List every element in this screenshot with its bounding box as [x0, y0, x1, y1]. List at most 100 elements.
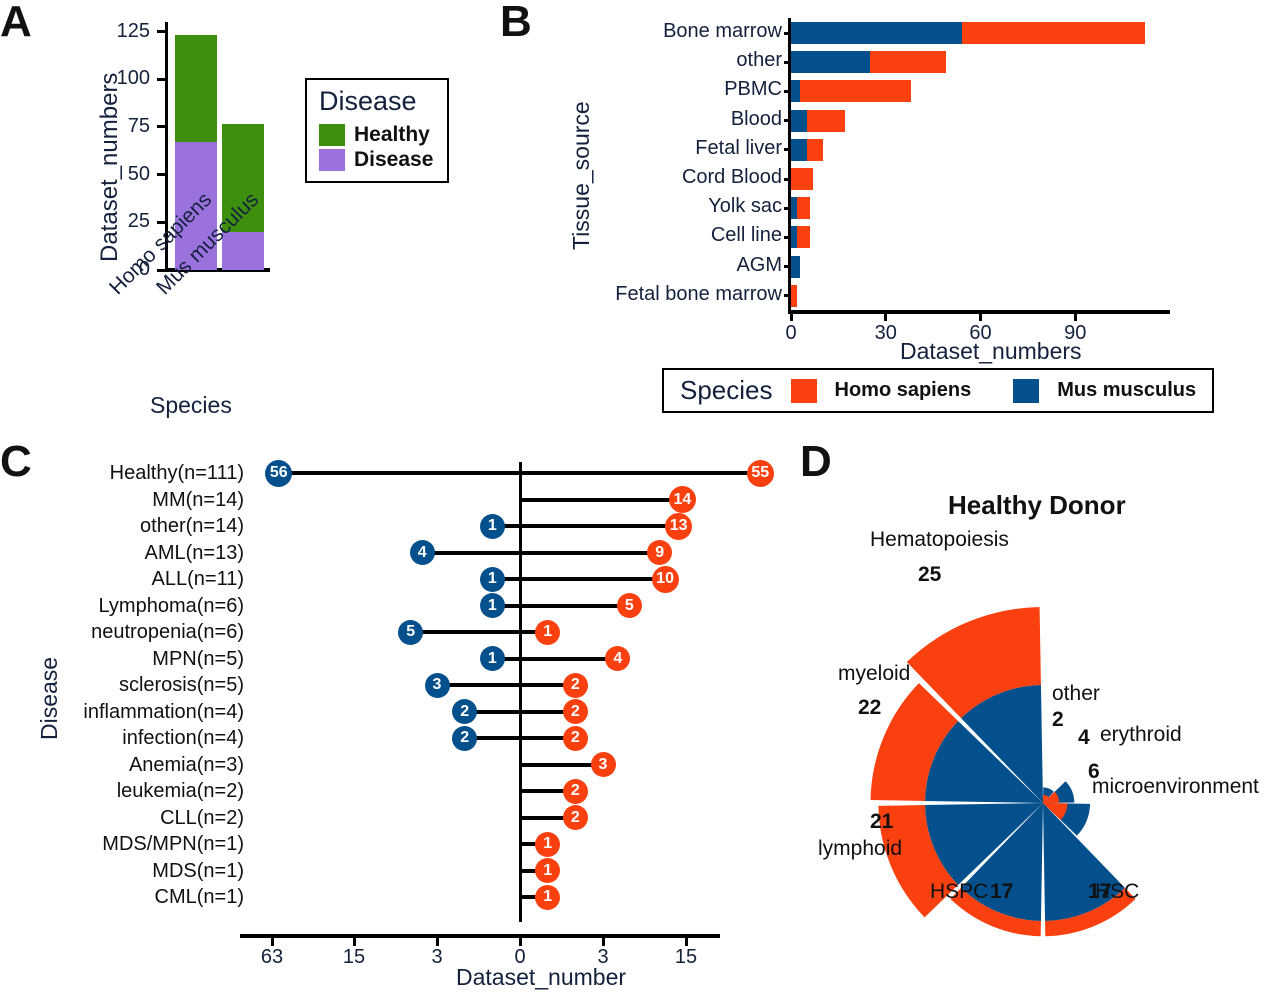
panel-a-ytick-mark — [157, 125, 166, 129]
panel-c-row-label: inflammation(n=4) — [83, 700, 244, 723]
panel-c-dot-homo-sapiens[interactable]: 14 — [668, 486, 696, 513]
rose-sector-microenvironment[interactable] — [1043, 803, 1091, 836]
rose-sector-erythroid[interactable] — [1043, 781, 1075, 803]
rose-sector-lymphoid[interactable] — [878, 803, 1043, 918]
panel-c-xtick-label-3: 3 — [597, 946, 609, 968]
rose-sector-hsc[interactable] — [1043, 803, 1136, 937]
rose-chart — [870, 607, 1136, 937]
panel-b-bar-homo-sapiens — [797, 197, 810, 220]
rose-sector-other[interactable] — [1043, 787, 1054, 803]
panel-c-dot-homo-sapiens[interactable]: 55 — [746, 459, 774, 487]
panel-c-dot-homo-sapiens[interactable]: 4 — [605, 646, 631, 671]
panel-c-dot-homo-sapiens[interactable]: 1 — [535, 884, 561, 910]
rose-sector-hspc[interactable] — [950, 803, 1043, 937]
panel-a-ytick-mark — [157, 173, 166, 177]
rose-label-hsc: HSC — [1095, 880, 1140, 903]
panel-a-ytick-mark — [157, 77, 166, 81]
panel-c-row-label: leukemia(n=2) — [116, 780, 244, 802]
panel-c-dot-mus-musculus[interactable]: 2 — [452, 699, 478, 724]
panel-b-ytick-mark — [784, 177, 791, 181]
panel-c-dot-homo-sapiens[interactable]: 2 — [562, 725, 588, 751]
panel-c-stem — [520, 895, 548, 899]
panel-c-stem — [492, 603, 630, 608]
panel-b-ytick-label: PBMC — [724, 78, 782, 101]
panel-a-y-axis-title: Dataset_numbers — [96, 72, 123, 262]
panel-c-dot-homo-sapiens[interactable]: 2 — [562, 778, 588, 804]
rose-sector-outer — [878, 805, 959, 918]
panel-c-dot-mus-musculus[interactable]: 1 — [479, 646, 505, 671]
panel-c-dot-homo-sapiens[interactable]: 5 — [616, 593, 642, 618]
panel-c-dot-homo-sapiens[interactable]: 2 — [562, 805, 588, 830]
panel-c-dot-mus-musculus[interactable]: 4 — [409, 540, 435, 565]
panel-c-row-label: CLL(n=2) — [160, 806, 244, 829]
panel-a-legend-title: Disease — [319, 86, 417, 116]
panel-c-dot-homo-sapiens[interactable]: 9 — [647, 540, 673, 565]
rose-sector-inner — [961, 685, 1043, 803]
panel-c-dot-homo-sapiens[interactable]: 1 — [535, 858, 561, 883]
panel-c-dot-mus-musculus[interactable]: 56 — [265, 459, 293, 487]
panel-b-bar-homo-sapiens — [961, 22, 1145, 44]
panel-a-ytick-label-25: 25 — [127, 210, 150, 233]
legend-item-healthy[interactable]: Healthy — [319, 123, 433, 147]
rose-label-hspc: HSPC — [930, 880, 989, 903]
panel-c-stem — [410, 630, 548, 634]
panel-c-dot-homo-sapiens[interactable]: 3 — [590, 752, 616, 777]
panel-b-ytick-label: Bone marrow — [663, 20, 782, 42]
panel-a-ytick-label-75: 75 — [127, 114, 150, 137]
panel-c-dot-mus-musculus[interactable]: 2 — [452, 725, 478, 751]
panel-b-xtick-mark — [789, 313, 793, 321]
rose-sector-outer — [1043, 803, 1068, 820]
panel-c-y-axis-title: Disease — [36, 656, 62, 740]
legend-item-disease[interactable]: Disease — [319, 148, 433, 172]
panel-b-bar-homo-sapiens — [806, 138, 823, 161]
rose-value-myeloid: 22 — [858, 696, 882, 719]
panel-c-dot-homo-sapiens[interactable]: 13 — [665, 512, 693, 540]
panel-a-x-axis — [165, 268, 270, 272]
panel-c-stem — [520, 842, 548, 846]
panel-b-ytick-label: AGM — [736, 253, 782, 276]
panel-c-dot-mus-musculus[interactable]: 5 — [398, 619, 424, 645]
panel-b-bar-mus-musculus — [791, 80, 801, 103]
panel-c-dot-homo-sapiens[interactable]: 1 — [535, 619, 561, 645]
panel-c-row-label: Anemia(n=3) — [128, 753, 244, 776]
panel-a-ytick-mark — [157, 268, 166, 272]
panel-c-dot-homo-sapiens[interactable]: 10 — [651, 565, 679, 593]
panel-a-ytick-label-100: 100 — [116, 67, 150, 90]
panel-c-row-label: MM(n=14) — [152, 488, 244, 511]
panel-c-dot-homo-sapiens[interactable]: 2 — [562, 672, 588, 698]
rose-value-microenvironment: 6 — [1088, 760, 1100, 783]
panel-c-dot-homo-sapiens[interactable]: 2 — [562, 699, 588, 724]
panel-b-bar-mus-musculus — [791, 138, 807, 161]
panel-b-bar-mus-musculus — [791, 22, 962, 44]
panel-b-bar-homo-sapiens — [869, 51, 946, 74]
panel-c-stem — [520, 762, 603, 767]
rose-label-microenvironment: microenvironment — [1092, 775, 1259, 798]
panel-a-label: A — [0, 0, 32, 46]
panel-c-dot-mus-musculus[interactable]: 1 — [479, 513, 505, 539]
panel-c-dot-homo-sapiens[interactable]: 1 — [535, 831, 561, 857]
panel-b-xtick-label-30: 30 — [874, 322, 897, 344]
panel-b-bar-mus-musculus — [791, 226, 798, 249]
panel-a-x-axis-title: Species — [150, 392, 232, 418]
panel-b-bar-homo-sapiens — [791, 168, 814, 190]
panel-c-row-label: Healthy(n=111) — [109, 462, 244, 484]
legend-swatch-disease — [319, 149, 345, 171]
panel-b-xtick-mark — [979, 313, 982, 321]
bar-homo-disease — [175, 142, 217, 270]
rose-sector-hematopoiesis[interactable] — [906, 607, 1043, 803]
panel-c-dot-mus-musculus[interactable]: 1 — [479, 566, 505, 592]
panel-c-dot-mus-musculus[interactable]: 1 — [479, 593, 505, 618]
rose-sector-inner — [1043, 803, 1125, 921]
panel-b-bar-mus-musculus — [791, 109, 807, 132]
panel-a-ytick-label-0: 0 — [138, 258, 150, 280]
panel-c-stem — [422, 550, 660, 555]
bar-mus-disease — [222, 232, 264, 270]
panel-c-dot-mus-musculus[interactable]: 3 — [424, 672, 450, 698]
panel-b-ytick-label: Blood — [730, 107, 782, 130]
rose-sector-myeloid[interactable] — [870, 683, 1043, 803]
panel-c-row-label: MDS/MPN(n=1) — [102, 833, 244, 855]
panel-b-bar-homo-sapiens — [797, 226, 810, 249]
panel-a-ytick-mark — [157, 30, 166, 34]
